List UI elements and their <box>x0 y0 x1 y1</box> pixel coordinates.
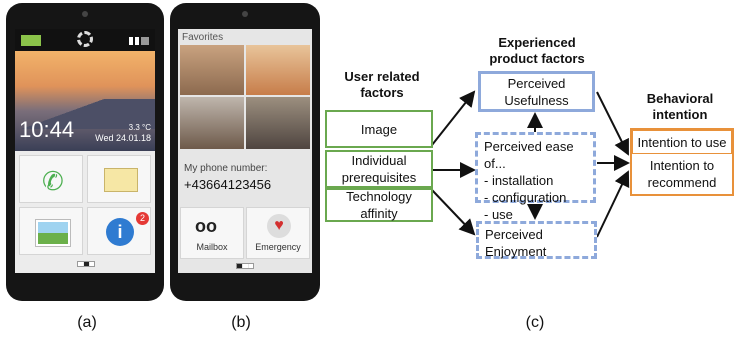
messages-tile[interactable] <box>87 155 151 203</box>
header-user-factors: User related factors <box>344 69 420 100</box>
battery-icon <box>21 35 41 46</box>
camera-dot <box>242 11 248 17</box>
contact-photo-3[interactable] <box>180 97 244 149</box>
user-factor-image: Image <box>325 110 433 148</box>
contact-photo-2[interactable] <box>246 45 310 95</box>
header-behavioral: Behavioral intention <box>646 91 714 122</box>
camera-dot <box>82 11 88 17</box>
user-factor-technology: Technology affinity <box>325 188 433 222</box>
mailbox-label: Mailbox <box>196 242 228 252</box>
ease-item-installation: - installation <box>484 173 554 188</box>
caption-c: (c) <box>525 314 545 331</box>
phone-number-label: My phone number: <box>184 163 268 174</box>
signal-icon <box>129 37 149 45</box>
intention-to-use: Intention to use <box>630 128 734 156</box>
status-bar <box>15 29 155 51</box>
picture-icon <box>36 220 70 246</box>
notification-badge: 2 <box>136 212 149 225</box>
phone-b: Favorites My phone number: +43664123456 … <box>170 3 320 301</box>
date-text: Wed 24.01.18 <box>95 133 151 143</box>
phone-a-screen: 10:44 3.3 °C Wed 24.01.18 ✆ i 2 <box>15 29 155 273</box>
heart-icon: ♥ <box>267 214 291 238</box>
emergency-label: Emergency <box>255 242 301 252</box>
mailbox-tile[interactable]: oo Mailbox <box>180 207 244 259</box>
gallery-tile[interactable] <box>19 207 83 255</box>
clock-text: 10:44 <box>19 117 75 142</box>
phone-icon: ✆ <box>42 166 64 196</box>
perceived-ease: Perceived ease of... - installation - co… <box>475 132 596 222</box>
caption-a: (a) <box>77 314 97 331</box>
page-indicator <box>77 261 95 267</box>
contact-photo-1[interactable] <box>180 45 244 95</box>
ease-title: Perceived ease of... <box>484 139 574 171</box>
info-icon: i <box>106 218 134 246</box>
envelope-icon <box>104 168 138 192</box>
ease-item-configuration: - configuration <box>484 190 567 205</box>
user-factor-individual: Individual prerequisites <box>325 150 433 188</box>
temperature-text: 3.3 °C <box>128 123 151 132</box>
phone-b-screen: Favorites My phone number: +43664123456 … <box>178 29 312 273</box>
header-product-factors: Experienced product factors <box>489 35 585 66</box>
emergency-tile[interactable]: ♥ Emergency <box>246 207 310 259</box>
info-tile[interactable]: i 2 <box>87 207 151 255</box>
ease-item-use: - use <box>484 207 513 222</box>
perceived-enjoyment: Perceived Enjoyment <box>476 221 597 259</box>
call-tile[interactable]: ✆ <box>19 155 83 203</box>
intention-to-recommend: Intention to recommend <box>630 154 734 196</box>
enjoyment-text: Perceived Enjoyment <box>485 227 547 259</box>
phone-number-value: +43664123456 <box>184 177 272 192</box>
favorites-title: Favorites <box>182 32 224 43</box>
page-indicator <box>236 263 254 269</box>
settings-icon[interactable] <box>77 31 93 47</box>
perceived-usefulness: Perceived Usefulness <box>478 71 595 112</box>
wallpaper-image: 10:44 3.3 °C Wed 24.01.18 <box>15 51 155 151</box>
contact-photo-4[interactable] <box>246 97 310 149</box>
phone-a: 10:44 3.3 °C Wed 24.01.18 ✆ i 2 <box>6 3 164 301</box>
voicemail-icon: oo <box>195 216 217 236</box>
caption-b: (b) <box>231 314 251 331</box>
